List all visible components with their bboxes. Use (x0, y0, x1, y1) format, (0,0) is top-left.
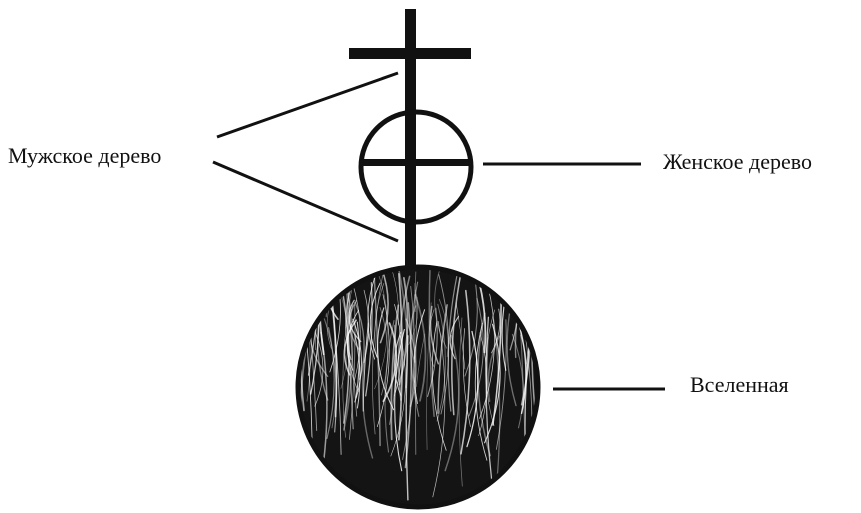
universe-label: Вселенная (690, 374, 789, 396)
male-tree-trunk (405, 9, 416, 267)
globe-texture-stroke (287, 298, 296, 440)
globe-texture-stroke (535, 299, 545, 342)
male-tree-crossbar (349, 48, 471, 59)
universe-globe (287, 265, 547, 510)
globe-texture-stroke (537, 266, 546, 370)
male-tree-label: Мужское дерево (8, 145, 161, 167)
female-tree-bar (362, 159, 470, 166)
globe-texture-stroke (288, 280, 297, 407)
female-tree-label: Женское дерево (663, 151, 812, 173)
male-tree-pointer-upper (217, 73, 398, 137)
